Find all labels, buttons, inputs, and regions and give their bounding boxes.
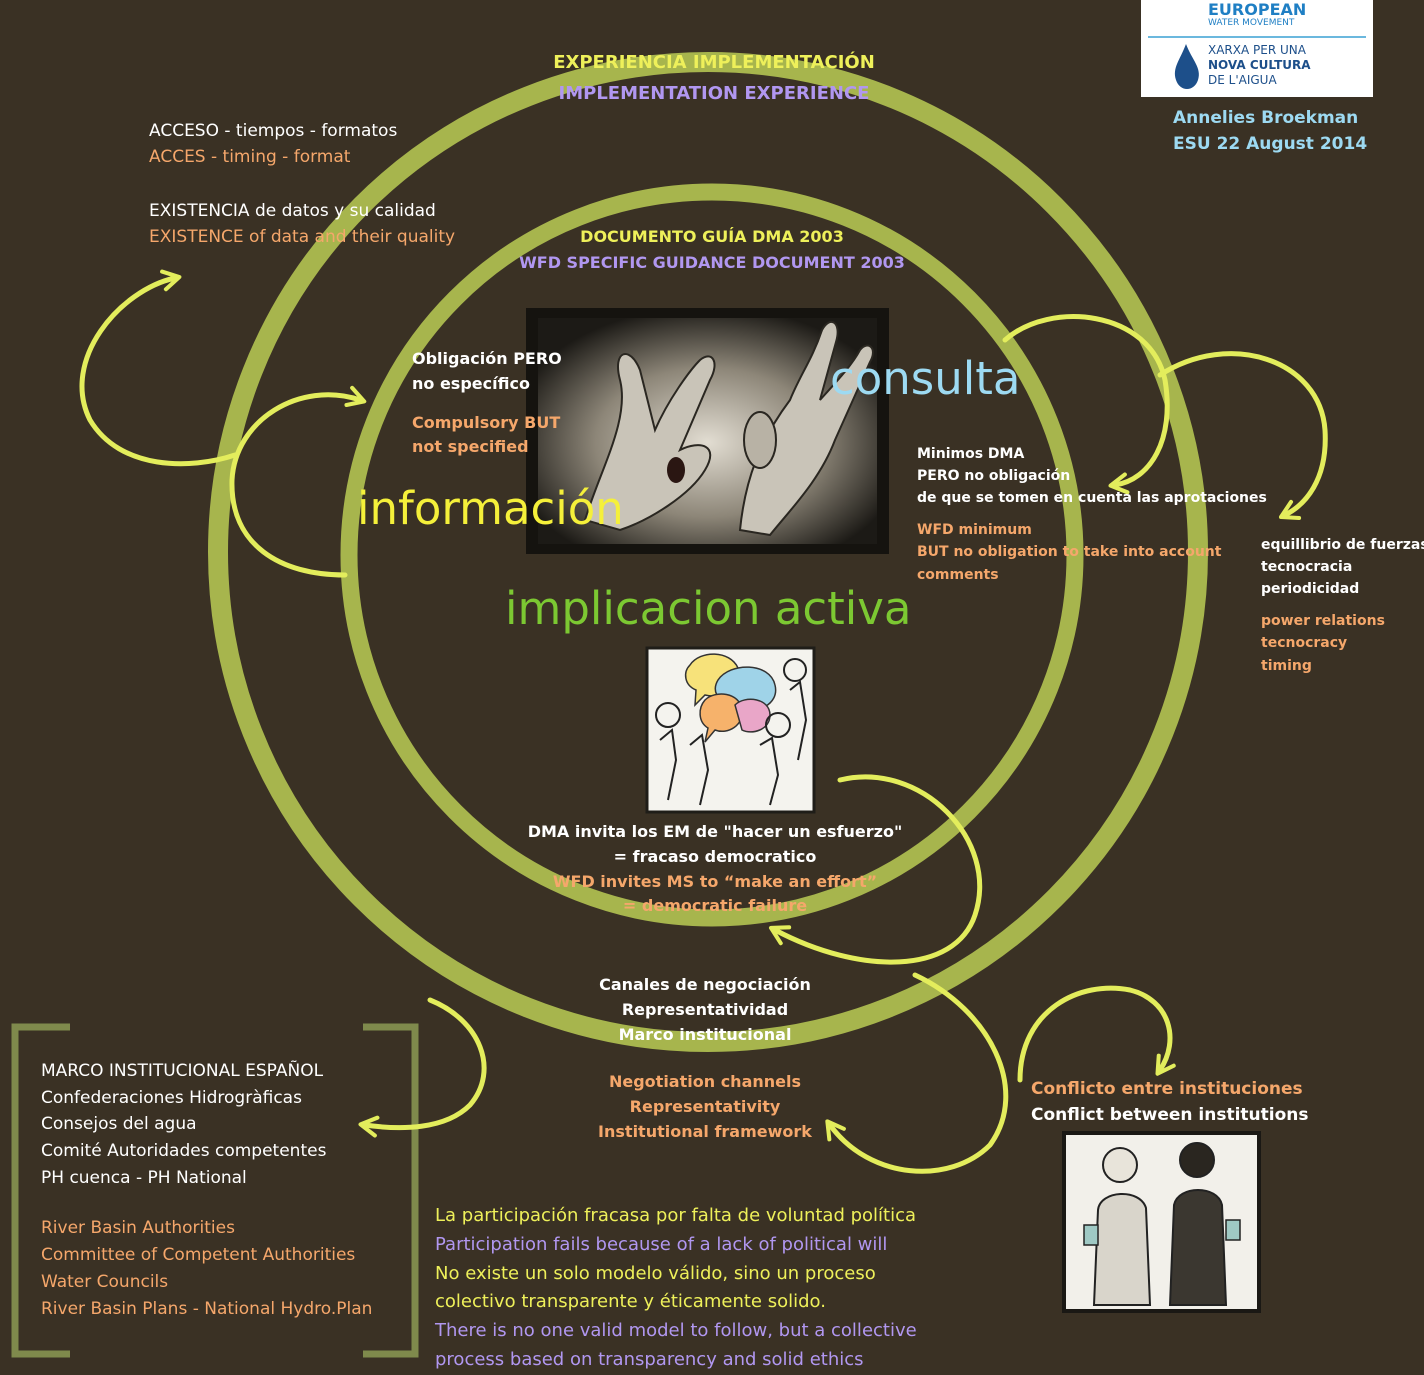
marco-es-3: Consejos del agua	[41, 1114, 197, 1135]
obligation-en-2: not specified	[412, 437, 529, 457]
outer-ring-title-en: IMPLEMENTATION EXPERIENCE	[558, 82, 870, 104]
equilibrio-block: equillibrio de fuerzas tecnocracia perio…	[1261, 534, 1424, 677]
inner-ring	[340, 183, 1084, 927]
minimos-es-2: PERO no obligación	[917, 468, 1071, 485]
logo-line-2: WATER MOVEMENT	[1208, 18, 1295, 28]
author-event: ESU 22 August 2014	[1173, 134, 1368, 155]
organization-logo	[1141, 0, 1373, 97]
marco-en-2: Committee of Competent Authorities	[41, 1245, 356, 1266]
conclusion-line-1: La participación fracasa por falta de vo…	[435, 1205, 917, 1226]
canales-es-block: Canales de negociación Representatividad…	[575, 973, 835, 1047]
obligation-es-2: no específico	[412, 373, 530, 393]
obligation-es-1: Obligación PERO	[412, 349, 562, 368]
marco-en-1: River Basin Authorities	[41, 1218, 235, 1239]
marco-en-4: River Basin Plans - National Hydro.Plan	[41, 1298, 373, 1319]
dialogue-image	[645, 646, 816, 814]
minimos-es-1: Minimos DMA	[917, 446, 1025, 462]
conflict-image	[1062, 1131, 1261, 1313]
inner-ring-title: DOCUMENTO GUÍA DMA 2003 WFD SPECIFIC GUI…	[492, 224, 932, 277]
canales-es-1: Canales de negociación	[599, 975, 811, 994]
arrows	[79, 269, 1328, 1174]
existence-es: EXISTENCIA de datos y su calidad	[149, 201, 436, 221]
obligation-block: Obligación PERO no específico Compulsory…	[412, 347, 562, 460]
access-es: ACCESO - tiempos - formatos	[149, 121, 398, 141]
inner-ring-title-es: DOCUMENTO GUÍA DMA 2003	[580, 227, 844, 246]
conclusion-line-3: No existe un solo modelo válido, sino un…	[435, 1262, 876, 1284]
marco-es-2: Confederaciones Hidrogràficas	[41, 1087, 302, 1108]
equilibrio-en-1: power relations	[1261, 613, 1385, 630]
conflict-en: Conflict between institutions	[1031, 1105, 1309, 1126]
right-bracket	[363, 1023, 419, 1358]
author-name: Annelies Broekman	[1173, 108, 1359, 128]
marco-en-3: Water Councils	[41, 1271, 169, 1292]
label-implicacion-activa: implicacion activa	[505, 582, 912, 635]
minimos-en-2: BUT no obligation to take into account	[917, 544, 1222, 561]
minimos-es-3: de que se tomen en cuenta las aprotacion…	[917, 490, 1267, 507]
outer-ring	[208, 52, 1208, 1052]
equilibrio-es-1: equillibrio de fuerzas	[1261, 537, 1424, 553]
hands-image	[526, 308, 889, 554]
minimos-en-3: comments	[917, 566, 999, 583]
outer-ring-title: EXPERIENCIA IMPLEMENTACIÓN IMPLEMENTATIO…	[524, 48, 904, 109]
marco-block: MARCO INSTITUCIONAL ESPAÑOL Confederacio…	[41, 1058, 372, 1322]
marco-es-1: MARCO INSTITUCIONAL ESPAÑOL	[41, 1061, 324, 1081]
logo-line-1: EUROPEAN	[1208, 0, 1307, 19]
canales-es-2: Representatividad	[621, 999, 789, 1019]
author-block: Annelies Broekman ESU 22 August 2014	[1173, 105, 1367, 158]
marco-es-4: Comité Autoridades competentes	[41, 1141, 327, 1162]
label-consulta: consulta	[830, 352, 1021, 405]
conclusion-line-4: colectivo transparente y éticamente soli…	[435, 1291, 826, 1313]
conclusion-block: La participación fracasa por falta de vo…	[435, 1202, 917, 1375]
conclusion-line-6: process based on transparency and solid …	[435, 1348, 864, 1370]
marco-es-5: PH cuenca - PH National	[41, 1167, 247, 1188]
dma-block: DMA invita los EM de "hacer un esfuerzo"…	[520, 820, 910, 919]
canales-en-block: Negotiation channels Representativity In…	[575, 1070, 835, 1144]
equilibrio-en-2: tecnocracy	[1261, 635, 1348, 652]
logo-line-4: NOVA CULTURA	[1208, 58, 1311, 72]
canales-en-2: Representativity	[629, 1096, 781, 1116]
equilibrio-en-3: timing	[1261, 657, 1312, 674]
conclusion-line-2: Participation fails because of a lack of…	[435, 1233, 888, 1255]
conclusion-line-5: There is no one valid model to follow, b…	[435, 1320, 917, 1342]
obligation-en-1: Compulsory BUT	[412, 412, 561, 432]
logo-line-3: XARXA PER UNA	[1208, 43, 1306, 57]
equilibrio-es-2: tecnocracia	[1261, 559, 1353, 576]
label-informacion: información	[357, 482, 624, 535]
dma-en-1: WFD invites MS to “make an effort”	[552, 871, 878, 891]
dma-es-2: = fracaso democratico	[613, 846, 817, 866]
left-bracket	[11, 1023, 70, 1358]
canales-es-3: Marco institucional	[618, 1024, 792, 1044]
conflict-es: Conflicto entre instituciones	[1031, 1079, 1303, 1099]
dma-en-2: = democratic failure	[622, 896, 808, 916]
dma-es-1: DMA invita los EM de "hacer un esfuerzo"	[527, 822, 903, 841]
minimos-en-1: WFD minimum	[917, 522, 1032, 539]
minimos-block: Minimos DMA PERO no obligación de que se…	[917, 443, 1267, 586]
equilibrio-es-3: periodicidad	[1261, 581, 1360, 598]
canales-en-3: Institutional framework	[598, 1121, 812, 1141]
existence-block: EXISTENCIA de datos y su calidad EXISTEN…	[149, 198, 455, 251]
logo-line-5: DE L'AIGUA	[1208, 73, 1277, 87]
inner-ring-title-en: WFD SPECIFIC GUIDANCE DOCUMENT 2003	[519, 253, 905, 273]
conflict-block: Conflicto entre instituciones Conflict b…	[1031, 1076, 1309, 1129]
access-block: ACCESO - tiempos - formatos ACCES - timi…	[149, 118, 397, 171]
outer-ring-title-es: EXPERIENCIA IMPLEMENTACIÓN	[553, 52, 875, 73]
canales-en-1: Negotiation channels	[608, 1072, 801, 1091]
access-en: ACCES - timing - format	[149, 147, 351, 168]
existence-en: EXISTENCE of data and their quality	[149, 227, 456, 248]
